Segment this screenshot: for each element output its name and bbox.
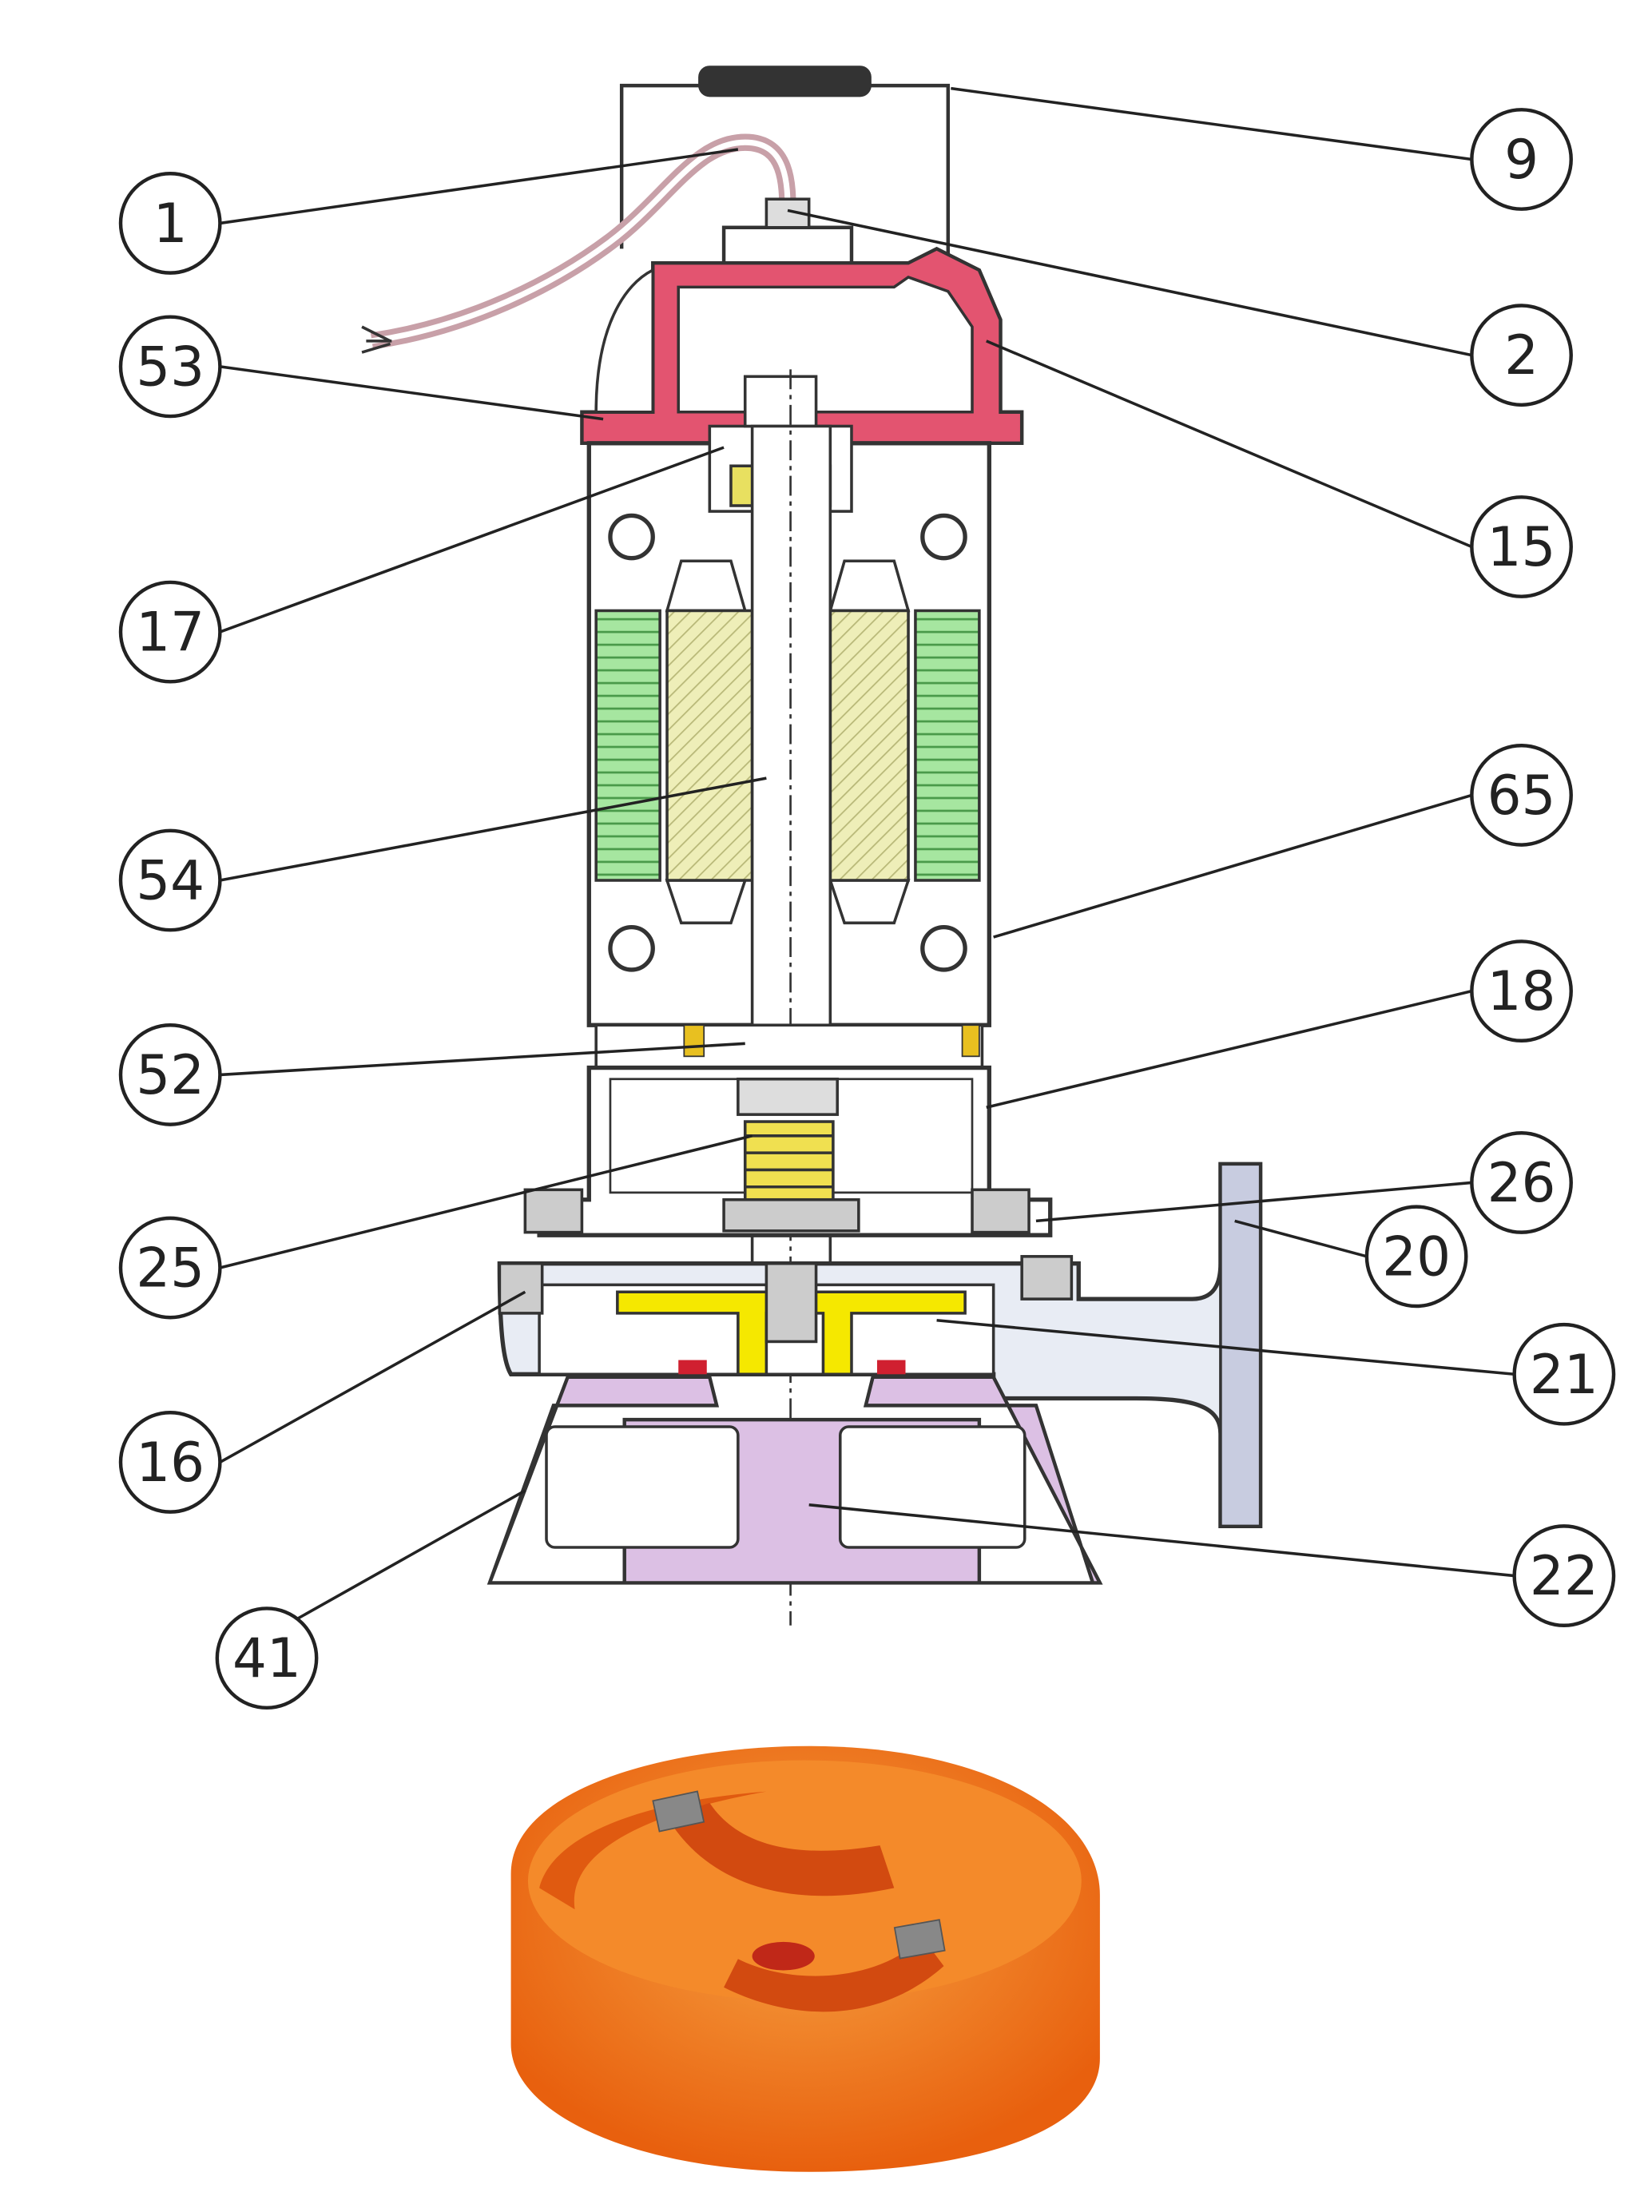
callout-17: 17 xyxy=(118,446,725,684)
svg-text:41: 41 xyxy=(232,1626,301,1690)
rotor xyxy=(665,609,754,882)
callout-25: 25 xyxy=(118,1134,753,1320)
svg-text:15: 15 xyxy=(1487,515,1556,578)
callout-41: 41 xyxy=(215,1489,526,1710)
svg-text:26: 26 xyxy=(1487,1151,1556,1214)
winding-ends xyxy=(608,513,967,972)
callout-9: 9 xyxy=(951,86,1573,211)
callout-20: 20 xyxy=(1234,1205,1468,1309)
stator-left xyxy=(594,609,661,882)
callouts: 1 9 53 2 15 17 65 54 18 52 26 25 20 21 1… xyxy=(118,86,1616,1710)
callout-65: 65 xyxy=(993,744,1573,939)
callout-54: 54 xyxy=(118,776,767,932)
svg-text:1: 1 xyxy=(153,192,188,255)
callout-22: 22 xyxy=(808,1503,1616,1627)
callout-53: 53 xyxy=(118,315,604,421)
svg-text:65: 65 xyxy=(1487,764,1556,827)
svg-text:54: 54 xyxy=(136,849,205,912)
svg-text:2: 2 xyxy=(1504,324,1539,387)
impeller-photo xyxy=(510,1745,1100,2172)
svg-text:9: 9 xyxy=(1504,128,1539,191)
svg-text:22: 22 xyxy=(1530,1544,1598,1607)
svg-text:16: 16 xyxy=(136,1431,205,1494)
callout-1: 1 xyxy=(118,148,739,275)
power-cable xyxy=(361,133,796,354)
callout-2: 2 xyxy=(787,208,1573,407)
svg-text:18: 18 xyxy=(1487,959,1556,1023)
svg-text:21: 21 xyxy=(1530,1343,1598,1406)
stator-right xyxy=(914,609,981,882)
svg-text:25: 25 xyxy=(136,1237,205,1300)
impeller xyxy=(616,1290,967,1376)
callout-18: 18 xyxy=(986,939,1573,1110)
callout-15: 15 xyxy=(986,340,1573,598)
svg-text:53: 53 xyxy=(136,335,205,398)
svg-text:20: 20 xyxy=(1382,1225,1451,1288)
callout-52: 52 xyxy=(118,1023,745,1126)
svg-text:52: 52 xyxy=(136,1043,205,1106)
callout-16: 16 xyxy=(118,1290,526,1514)
mechanical-seal xyxy=(722,1077,860,1233)
callout-21: 21 xyxy=(936,1319,1616,1426)
svg-text:17: 17 xyxy=(136,601,205,664)
callout-26: 26 xyxy=(1035,1131,1573,1234)
